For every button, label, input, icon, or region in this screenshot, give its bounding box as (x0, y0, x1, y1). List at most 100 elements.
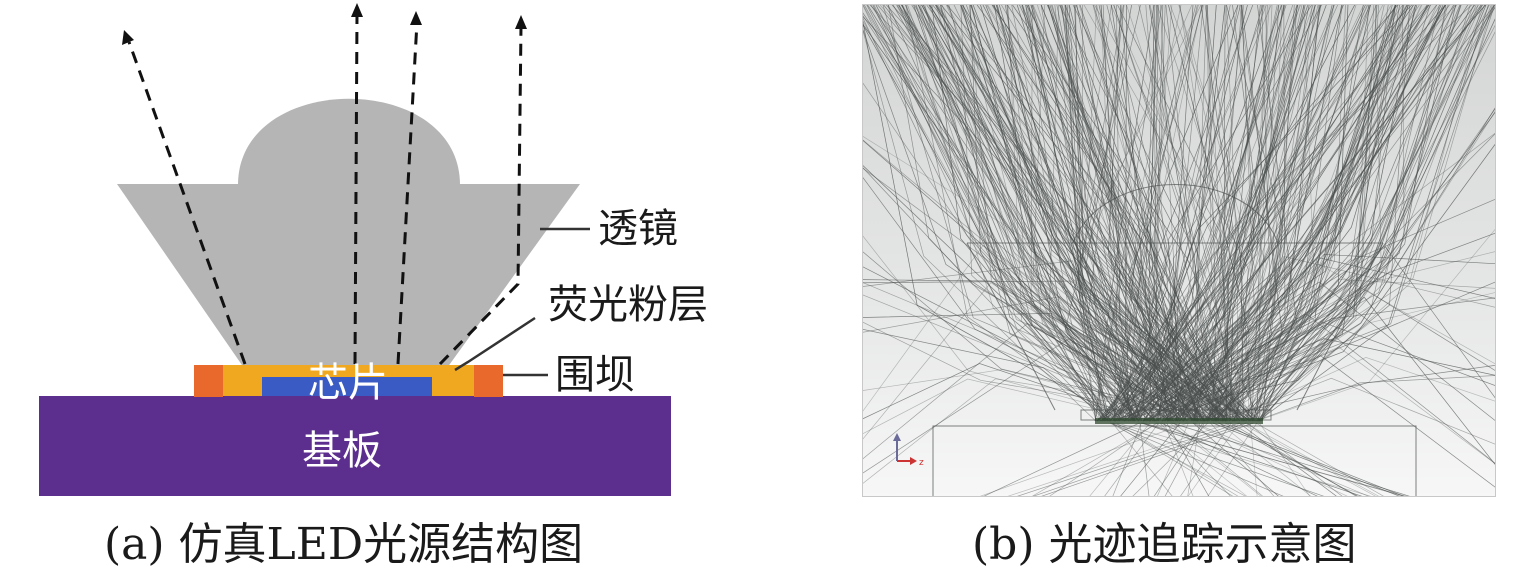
chip-label: 芯片 (308, 360, 388, 406)
ray-path (922, 5, 1111, 422)
ray-path (863, 378, 1260, 484)
ray-path (940, 5, 1202, 422)
ray-path (1262, 5, 1357, 422)
ray-path (982, 5, 1233, 422)
ray-path (969, 5, 1116, 422)
ray-path (1162, 5, 1231, 422)
ray-path (1173, 5, 1204, 422)
ray-path (863, 266, 1108, 422)
ray-path (962, 5, 1169, 422)
ray-path (1203, 5, 1490, 422)
ray-path (1110, 5, 1236, 422)
ray-path (863, 322, 1198, 460)
ray-path (1180, 422, 1232, 496)
ray-path (1180, 5, 1369, 422)
ray-path (1195, 132, 1495, 422)
chip (262, 377, 432, 396)
ray-path (1258, 5, 1369, 422)
ray-path (1032, 5, 1222, 422)
ray-path (1152, 5, 1158, 422)
ray-path (1208, 296, 1495, 465)
ray-path (900, 5, 1198, 422)
ray-path (863, 139, 1154, 422)
ray-path (1216, 5, 1474, 422)
ray-path (1213, 5, 1308, 422)
ray-path (1113, 5, 1212, 422)
ray-path (1132, 422, 1209, 496)
ray-path (1143, 422, 1405, 496)
ray-path (1047, 5, 1129, 422)
led-structure-panel: 透镜 荧光粉层 围坝 芯片 基板 (39, 3, 708, 496)
ray-path (1151, 5, 1223, 422)
substrate-label: 基板 (302, 428, 382, 474)
ray-path (1116, 5, 1191, 422)
ray-path (885, 5, 1155, 422)
ray-2-arrow (351, 3, 363, 17)
ray-path (1048, 5, 1100, 422)
lens-dome-outline (1072, 184, 1279, 244)
ray-path (965, 5, 1250, 422)
ray-path (863, 312, 1108, 422)
ray-path (863, 280, 1136, 422)
ray-path (1232, 5, 1457, 422)
ray-path (863, 5, 1140, 422)
ray-path (1109, 422, 1246, 496)
axis-triad: z (893, 433, 924, 468)
ray-path (1112, 422, 1142, 496)
lens-label: 透镜 (598, 206, 678, 252)
ray-path (1213, 321, 1495, 422)
ray-path (877, 5, 1205, 422)
ray-path (1156, 5, 1450, 422)
ray-path (1214, 5, 1349, 422)
lens-dome (238, 98, 460, 185)
ray-path (863, 5, 1215, 422)
ray-path (1064, 5, 1141, 422)
ray-path (1119, 5, 1364, 422)
ray-path (1068, 5, 1227, 422)
ray-path (1221, 5, 1428, 422)
ray-path (1100, 5, 1179, 422)
ray-path (1149, 5, 1409, 422)
ray-path (998, 5, 1194, 422)
ray-path (911, 5, 1253, 422)
ray-path (1240, 292, 1495, 422)
ray-path (1110, 5, 1200, 422)
ray-path (1021, 5, 1181, 422)
ray-path (913, 5, 1169, 422)
substrate (39, 396, 671, 496)
ray-path (1169, 422, 1262, 496)
ray-path (1078, 5, 1256, 422)
ray-path (1112, 5, 1213, 422)
ray-path (1129, 133, 1495, 422)
ray-path (1032, 422, 1247, 496)
ray-path (879, 5, 1240, 422)
ray-path (1185, 5, 1414, 422)
ray-path (929, 5, 1142, 422)
ray-path (1141, 422, 1363, 496)
ray-path (1211, 5, 1316, 422)
ray-path (1051, 5, 1119, 422)
ray-path (1113, 5, 1429, 422)
ray-path (1207, 422, 1258, 496)
ray-path (863, 282, 1198, 440)
ray-path (1192, 5, 1492, 422)
axis-z-label: z (919, 458, 924, 468)
ray-path (1173, 5, 1194, 422)
ray-3-arrow (410, 11, 422, 25)
ray-path (1007, 5, 1116, 422)
ray-path (1159, 422, 1231, 496)
ray-path (1098, 5, 1217, 422)
ray-path (1238, 422, 1337, 496)
caption-a: (a) 仿真LED光源结构图 (104, 519, 584, 570)
ray-path (1239, 5, 1277, 422)
ray-path (1173, 422, 1263, 496)
ray-path (1026, 5, 1240, 422)
ray-path (1065, 5, 1213, 422)
ray-path (905, 5, 1114, 422)
ray-path (863, 165, 1106, 422)
ray-path (1113, 422, 1325, 496)
ray-path (1187, 422, 1240, 496)
ray-path (863, 140, 1171, 422)
ray-path (1213, 5, 1298, 422)
ray-path (1075, 5, 1189, 422)
